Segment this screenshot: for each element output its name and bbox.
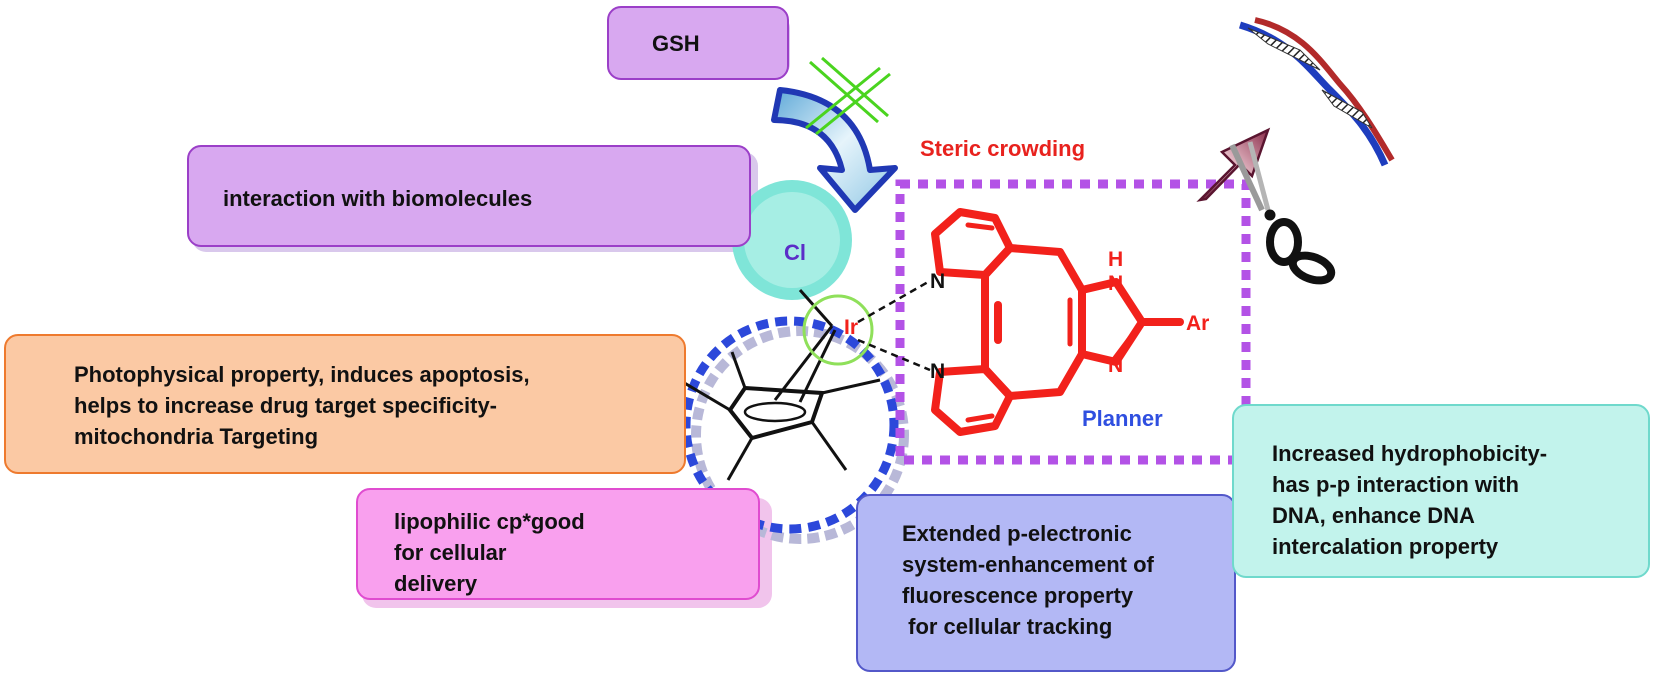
hydrogen-label: H (1108, 248, 1123, 271)
ir-label: Ir (844, 316, 858, 339)
phenanthroline-ligand (931, 208, 1184, 436)
hydrophobicity-box: Increased hydrophobicity- has p-p intera… (1232, 404, 1650, 578)
cl-label: Cl (784, 240, 806, 265)
photophysical-text: Photophysical property, induces apoptosi… (74, 362, 530, 449)
cp-highlight-circle (681, 316, 899, 534)
aryl-label: Ar (1186, 312, 1209, 335)
biomolecules-box: interaction with biomolecules (187, 145, 751, 247)
steric-dotted-box (895, 179, 1251, 465)
lipophilic-text: lipophilic cp*good for cellular delivery (394, 509, 585, 596)
extended-electronic-box: Extended p-electronic system-enhancement… (856, 494, 1236, 672)
gsh-box: GSH (607, 6, 789, 80)
biomolecules-text: interaction with biomolecules (223, 186, 533, 211)
ir-n-dashed-bonds (857, 280, 931, 372)
planner-label: Planner (1082, 406, 1163, 431)
imidazole-n-label: N (1108, 354, 1123, 377)
lipophilic-box: lipophilic cp*good for cellular delivery (356, 488, 760, 600)
extended-electronic-text: Extended p-electronic system-enhancement… (902, 521, 1154, 639)
blocked-cross-icon (805, 56, 891, 136)
nitrogen-upper-label: N (930, 270, 945, 293)
cl-highlight-circle (732, 180, 852, 300)
imidazole-nh-label: N (1108, 272, 1123, 295)
hydrophobicity-text: Increased hydrophobicity- has p-p intera… (1272, 441, 1548, 559)
photophysical-box: Photophysical property, induces apoptosi… (4, 334, 686, 474)
nitrogen-lower-label: N (930, 360, 945, 383)
dna-helix-icon (1238, 17, 1395, 167)
ir-highlight-circle (802, 294, 874, 366)
gsh-curved-arrow (771, 87, 898, 213)
gsh-text: GSH (652, 31, 700, 56)
steric-crowding-label: Steric crowding (920, 136, 1085, 161)
cp-star-ligand (675, 289, 881, 481)
scissors-icon (1229, 141, 1336, 285)
